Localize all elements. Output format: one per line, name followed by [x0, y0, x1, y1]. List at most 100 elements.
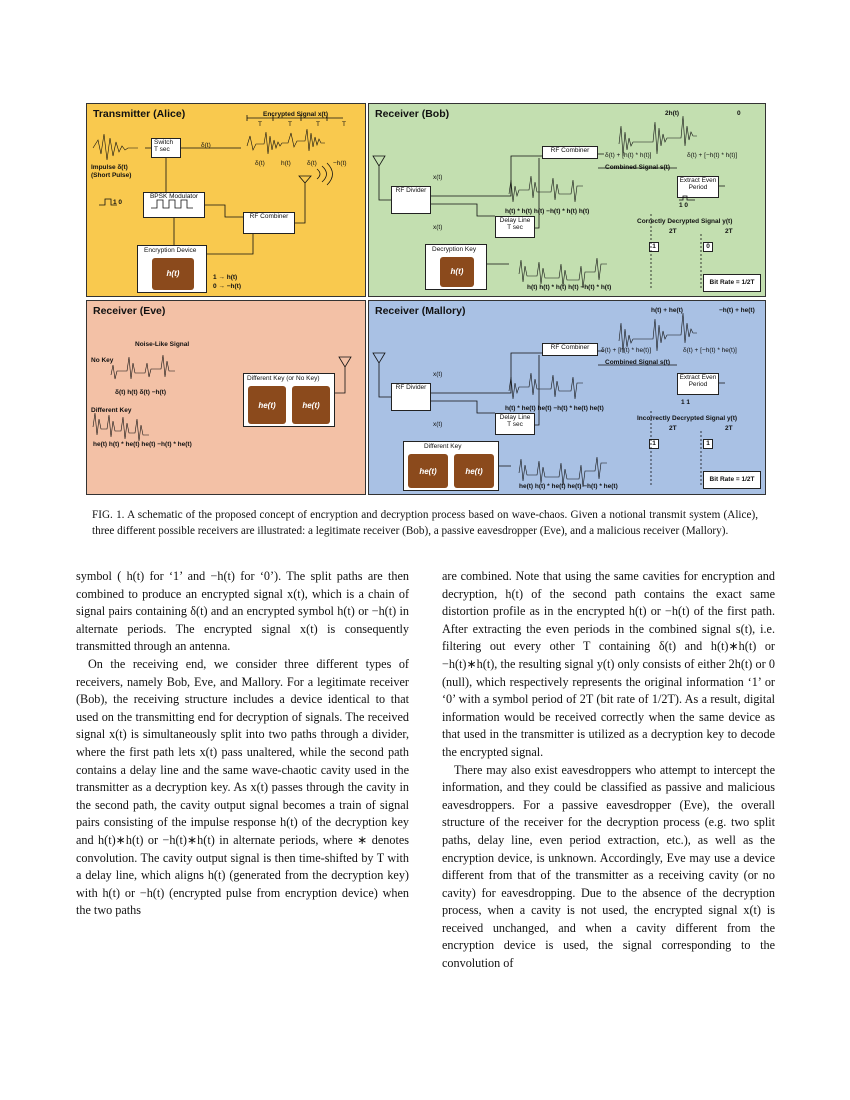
panel-title: Receiver (Eve): [93, 305, 166, 317]
incorrect-signal-label: Incorrectly Decrypted Signal y(t): [637, 415, 738, 422]
paragraph: are combined. Note that using the same c…: [442, 569, 775, 759]
pulse-label: −h(t): [333, 160, 347, 167]
rf-combiner-label: RF Combiner: [249, 213, 289, 220]
different-key-title: Different Key (or No Key): [247, 375, 320, 382]
panel-title: Transmitter (Alice): [93, 108, 186, 120]
text-column-left: symbol ( h(t) for ‘1’ and −h(t) for ‘0’)…: [76, 568, 409, 920]
xt-label: x(t): [433, 421, 443, 428]
bit-one-box: 1: [649, 439, 659, 449]
period-label: T: [316, 121, 320, 128]
xt-label: x(t): [433, 174, 443, 181]
bits-label: 1 0: [113, 199, 123, 206]
bit-rate-box: Bit Rate = 1/2T: [703, 471, 761, 489]
sum-label: δ(t) + [−h(t) * he(t)]: [683, 347, 737, 354]
extract-label: Extract Even Period: [679, 177, 717, 192]
switch-label: Switch: [154, 139, 174, 146]
extract-label: Extract Even Period: [679, 374, 717, 389]
text-column-right: are combined. Note that using the same c…: [442, 568, 775, 973]
panel-receiver-bob: Receiver (Bob) 2h(t) 0 RF Combiner δ(t) …: [368, 103, 766, 297]
period-label: T: [342, 121, 346, 128]
figure-1: Transmitter (Alice) Encrypted Signal x(t…: [86, 103, 766, 495]
switch-time-label: T sec: [154, 146, 170, 154]
paragraph: symbol ( h(t) for ‘1’ and −h(t) for ‘0’)…: [76, 569, 409, 654]
no-key-signal-labels: δ(t) h(t) δ(t) −h(t): [115, 389, 167, 396]
panel-title: Receiver (Bob): [375, 108, 450, 120]
mapping-zero-label: 0 → −h(t): [213, 283, 241, 290]
short-pulse-label: (Short Pulse): [91, 172, 132, 179]
period-label: T: [288, 121, 292, 128]
row-labels: h(t) * h(t) h(t) −h(t) * h(t) h(t): [505, 208, 590, 215]
bottom-labels: he(t) h(t) * he(t) he(t) −h(t) * he(t): [519, 483, 618, 490]
xt-label: x(t): [433, 224, 443, 231]
rf-divider-box: RF Divider: [391, 186, 431, 214]
decryption-key-label: Decryption Key: [432, 246, 477, 253]
no-key-label: No Key: [91, 357, 114, 364]
mallory-diagram-graphics: [372, 312, 725, 488]
encryption-device-label: Encryption Device: [144, 247, 197, 254]
correct-signal-label: Correctly Decrypted Signal y(t): [637, 218, 733, 225]
eve-diagram-graphics: [92, 354, 352, 442]
sum-label: δ(t) + [h(t) * h(t)]: [605, 152, 652, 159]
top-label: h(t) + he(t): [651, 307, 683, 314]
delay-time-label: T sec: [507, 421, 523, 429]
paragraph: On the receiving end, we consider three …: [76, 656, 409, 918]
rf-combiner-label: RF Combiner: [550, 147, 590, 154]
combined-signal-label: Combined Signal s(t): [605, 359, 670, 366]
bottom-labels: h(t) h(t) * h(t) h(t) −h(t) * h(t): [527, 284, 612, 291]
figure-caption: FIG. 1. A schematic of the proposed conc…: [92, 509, 758, 537]
mapping-one-label: 1 → h(t): [213, 274, 238, 281]
panel-receiver-mallory: Receiver (Mallory) h(t) + he(t) −h(t) + …: [368, 300, 766, 495]
pulse-label: δ(t): [307, 160, 317, 167]
pulse-label: h(t): [281, 160, 291, 167]
encrypted-signal-label: Encrypted Signal x(t): [263, 111, 329, 118]
sum-label: δ(t) + [−h(t) * h(t)]: [687, 152, 738, 159]
sum-label: δ(t) + [h(t) * he(t)]: [601, 347, 652, 354]
xt-label: x(t): [433, 371, 443, 378]
delay-line-box: Delay Line T sec: [495, 216, 535, 238]
different-key-label: Different Key: [424, 443, 462, 450]
top-label: −h(t) + he(t): [719, 307, 755, 314]
panel-title: Receiver (Mallory): [375, 305, 466, 317]
rf-divider-label: RF Divider: [395, 187, 427, 194]
bits-label: 1 1: [681, 399, 691, 406]
bit-zero-box: 0: [703, 242, 713, 252]
encryption-key-cavity: h(t): [152, 258, 194, 290]
delta-label: δ(t): [201, 142, 211, 149]
delay-line-box: Delay Line T sec: [495, 413, 535, 435]
two-t-label: 2T: [725, 425, 733, 432]
bit-one-box: 1: [703, 439, 713, 449]
panel-receiver-eve: Receiver (Eve) Noise-Like Signal No Key …: [86, 300, 366, 495]
different-key-box: Different Key (or No Key) he(t) he(t): [243, 373, 335, 427]
rf-combiner-box: RF Combiner: [542, 146, 598, 159]
two-h-label: 2h(t): [665, 110, 680, 117]
bit-one-box: 1: [649, 242, 659, 252]
alice-diagram-graphics: [92, 115, 343, 255]
impulse-label: Impulse δ(t): [91, 164, 128, 171]
eve-key-cavity: he(t): [292, 386, 330, 424]
mallory-key-cavity: he(t): [454, 454, 494, 488]
noise-like-label: Noise-Like Signal: [135, 341, 190, 348]
panel-transmitter-alice: Transmitter (Alice) Encrypted Signal x(t…: [86, 103, 366, 297]
zero-label: 0: [737, 110, 741, 117]
switch-box: Switch T sec: [151, 138, 181, 158]
delay-time-label: T sec: [507, 224, 523, 232]
bits-label: 1 0: [679, 202, 689, 209]
decryption-key-box: Decryption Key h(t): [425, 244, 487, 290]
extract-even-period-box: Extract Even Period: [677, 176, 719, 198]
rf-divider-box: RF Divider: [391, 383, 431, 411]
bpsk-label: BPSK Modulator: [149, 193, 199, 200]
bpsk-modulator-box: BPSK Modulator: [143, 192, 205, 218]
mallory-key-cavity: he(t): [408, 454, 448, 488]
delay-line-label: Delay Line: [499, 217, 531, 224]
different-key-box: Different Key he(t) he(t): [403, 441, 499, 491]
rf-combiner-box: RF Combiner: [542, 343, 598, 356]
encryption-device-box: Encryption Device h(t): [137, 245, 207, 293]
two-t-label: 2T: [725, 228, 733, 235]
row-labels: h(t) * he(t) he(t) −h(t) * he(t) he(t): [505, 405, 604, 412]
bob-diagram-graphics: [372, 115, 725, 289]
bit-rate-box: Bit Rate = 1/2T: [703, 274, 761, 292]
different-key-label: Different Key: [91, 407, 132, 414]
rf-divider-label: RF Divider: [395, 384, 427, 391]
different-key-signal-labels: he(t) h(t) * he(t) he(t) −h(t) * he(t): [93, 441, 192, 448]
two-t-label: 2T: [669, 425, 677, 432]
